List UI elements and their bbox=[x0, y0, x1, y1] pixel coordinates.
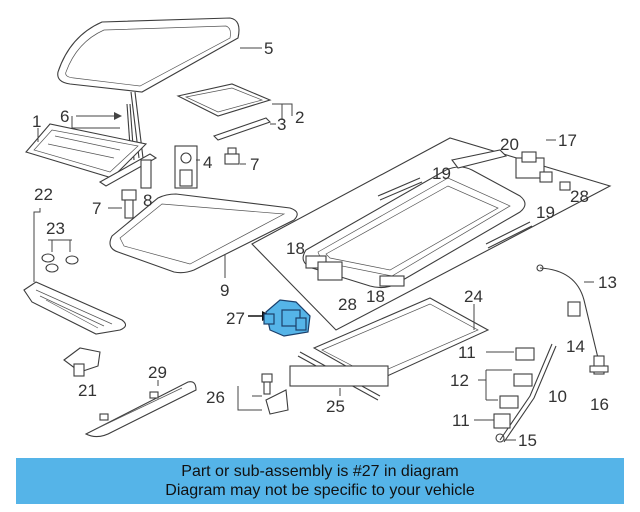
info-banner: Part or sub-assembly is #27 in diagram D… bbox=[16, 458, 624, 504]
callout-6: 6 bbox=[60, 107, 69, 126]
callout-21: 21 bbox=[78, 381, 97, 400]
callout-23: 23 bbox=[46, 219, 65, 238]
callout-18b: 18 bbox=[366, 287, 385, 306]
callout-1: 1 bbox=[32, 112, 41, 131]
callout-20: 20 bbox=[500, 135, 519, 154]
callout-28a: 28 bbox=[570, 187, 589, 206]
callout-11b: 11 bbox=[452, 411, 470, 430]
part-21-bracket bbox=[63, 347, 101, 377]
callout-24: 24 bbox=[464, 287, 483, 306]
callout-16: 16 bbox=[590, 395, 609, 414]
callout-7a: 7 bbox=[250, 155, 259, 174]
part-19-cables bbox=[377, 177, 533, 249]
part-26-pin bbox=[237, 373, 289, 415]
part-18-brackets bbox=[305, 181, 571, 287]
callout-5: 5 bbox=[264, 39, 273, 58]
part-7-bolt bbox=[224, 147, 246, 165]
part-16-grommet bbox=[589, 355, 609, 375]
callout-10: 10 bbox=[548, 387, 567, 406]
part-29-rail bbox=[84, 380, 197, 438]
callout-3: 3 bbox=[277, 115, 286, 134]
callout-2: 2 bbox=[295, 108, 304, 127]
banner-line-2: Diagram may not be specific to your vehi… bbox=[165, 482, 475, 499]
part-25-bar bbox=[289, 351, 389, 401]
callout-9: 9 bbox=[220, 281, 229, 300]
part-23-clips bbox=[41, 239, 79, 273]
part-20-drive-unit bbox=[515, 151, 553, 183]
callout-11a: 11 bbox=[458, 343, 476, 362]
callout-15: 15 bbox=[518, 431, 537, 450]
part-4-bracket bbox=[174, 145, 200, 189]
callout-18a: 18 bbox=[286, 239, 305, 258]
callout-13: 13 bbox=[598, 273, 617, 292]
callout-27: 27 bbox=[226, 309, 245, 328]
banner-line-1: Part or sub-assembly is #27 in diagram bbox=[181, 463, 459, 480]
callout-28b: 28 bbox=[338, 295, 357, 314]
part-27-highlighted[interactable] bbox=[248, 299, 311, 337]
part-14-clip bbox=[567, 301, 581, 317]
callout-19a: 19 bbox=[432, 164, 451, 183]
callout-14: 14 bbox=[566, 337, 585, 356]
parts-diagram: 1 2 3 4 5 6 7 7 8 9 10 11 11 12 13 14 15… bbox=[23, 17, 617, 450]
callout-8: 8 bbox=[143, 191, 152, 210]
callout-19b: 19 bbox=[536, 203, 555, 222]
callout-22: 22 bbox=[34, 185, 53, 204]
callout-17: 17 bbox=[558, 131, 577, 150]
part-13-cable bbox=[536, 264, 599, 359]
callout-12: 12 bbox=[450, 371, 469, 390]
part-11-12-clips bbox=[474, 347, 535, 443]
part-22-deflector bbox=[23, 208, 127, 335]
callout-7b: 7 bbox=[92, 199, 101, 218]
part-2-panel bbox=[176, 83, 293, 120]
part-9-seal bbox=[109, 193, 298, 278]
part-5-glass-panel bbox=[57, 17, 262, 93]
part-3-strip bbox=[212, 117, 276, 141]
callout-4: 4 bbox=[203, 153, 212, 172]
callout-26: 26 bbox=[206, 388, 225, 407]
part-8-strip bbox=[108, 159, 152, 219]
callout-25: 25 bbox=[326, 397, 345, 416]
callout-29: 29 bbox=[148, 363, 167, 382]
